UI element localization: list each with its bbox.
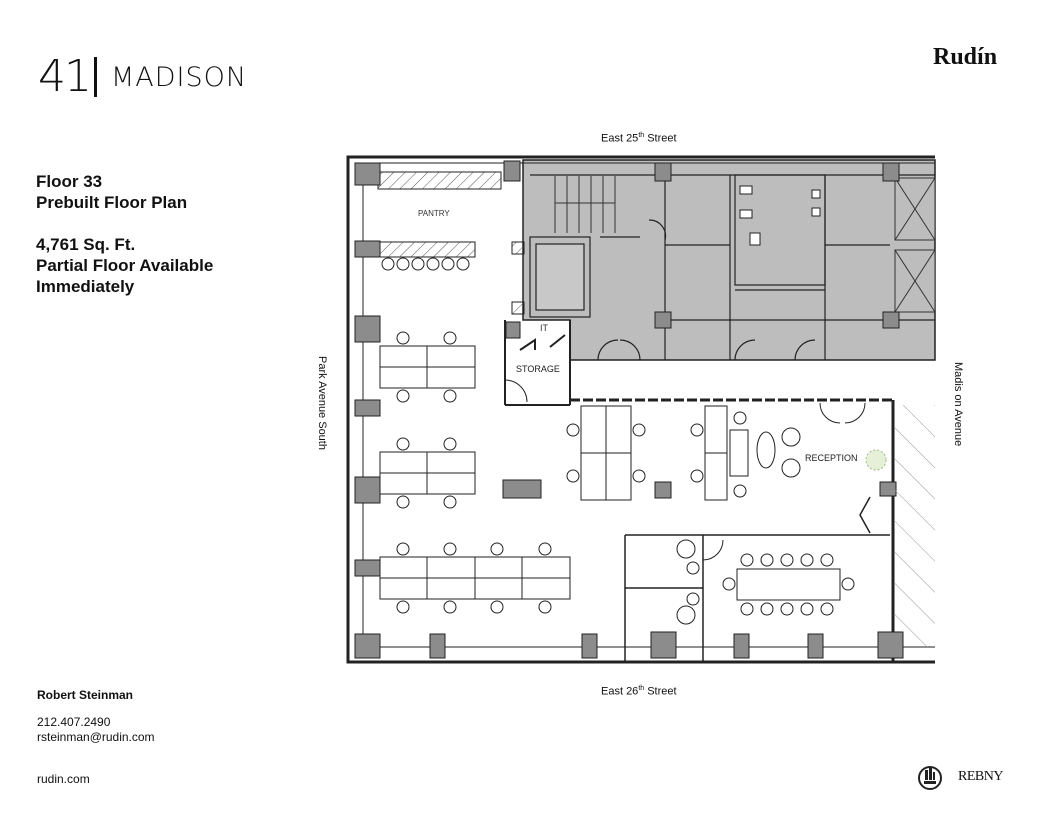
building-number: 41 [38,51,92,102]
seal-logo-icon [918,766,942,790]
availability-2: Immediately [36,277,135,296]
rebny-logo: REBNY [958,769,1003,784]
workstations [379,345,841,601]
room-label-reception: RECEPTION [805,453,858,463]
room-label-storage: STORAGE [516,364,560,374]
south-street-label: East 26th Street [601,685,677,698]
company-logo: Rudín [933,44,998,70]
exterior-walls [346,155,935,664]
pantry-stools [381,257,470,271]
contact-email[interactable]: rsteinman@rudin.com [37,730,155,744]
building-logo: 41 MADISON [38,55,247,99]
room-label-it: IT [540,323,549,333]
west-street-label: Park Avenue South [316,356,328,450]
floor-area: 4,761 Sq. Ft. [36,235,136,254]
stairs [554,176,616,233]
core-partitions [529,174,935,361]
contact-phone[interactable]: 212.407.2490 [37,715,111,729]
pantry-counter-top [377,171,502,190]
building-name: MADISON [111,61,248,93]
listing-info: Floor 33 Prebuilt Floor Plan 4,761 Sq. F… [36,171,213,297]
plant-icon [865,449,887,471]
plan-type: Prebuilt Floor Plan [36,193,188,212]
website-link[interactable]: rudin.com [37,772,90,786]
elevators [894,177,936,313]
contact-info: Robert Steinman 212.407.2490 rsteinman@r… [37,688,155,745]
north-street-label: East 25th Street [601,132,677,145]
room-label-pantry: PANTRY [418,209,450,218]
logo-divider [94,57,97,97]
wall-cabinets [511,241,525,315]
contact-name: Robert Steinman [37,688,134,702]
east-street-label: Madis on Avenue [952,362,964,447]
floor-number: Floor 33 [36,172,103,191]
terrace-area [895,405,935,647]
availability: Partial Floor Available [36,256,214,275]
chairs [396,331,855,625]
pantry-island [379,241,476,258]
columns [354,160,904,659]
restroom-fixtures [739,185,821,246]
